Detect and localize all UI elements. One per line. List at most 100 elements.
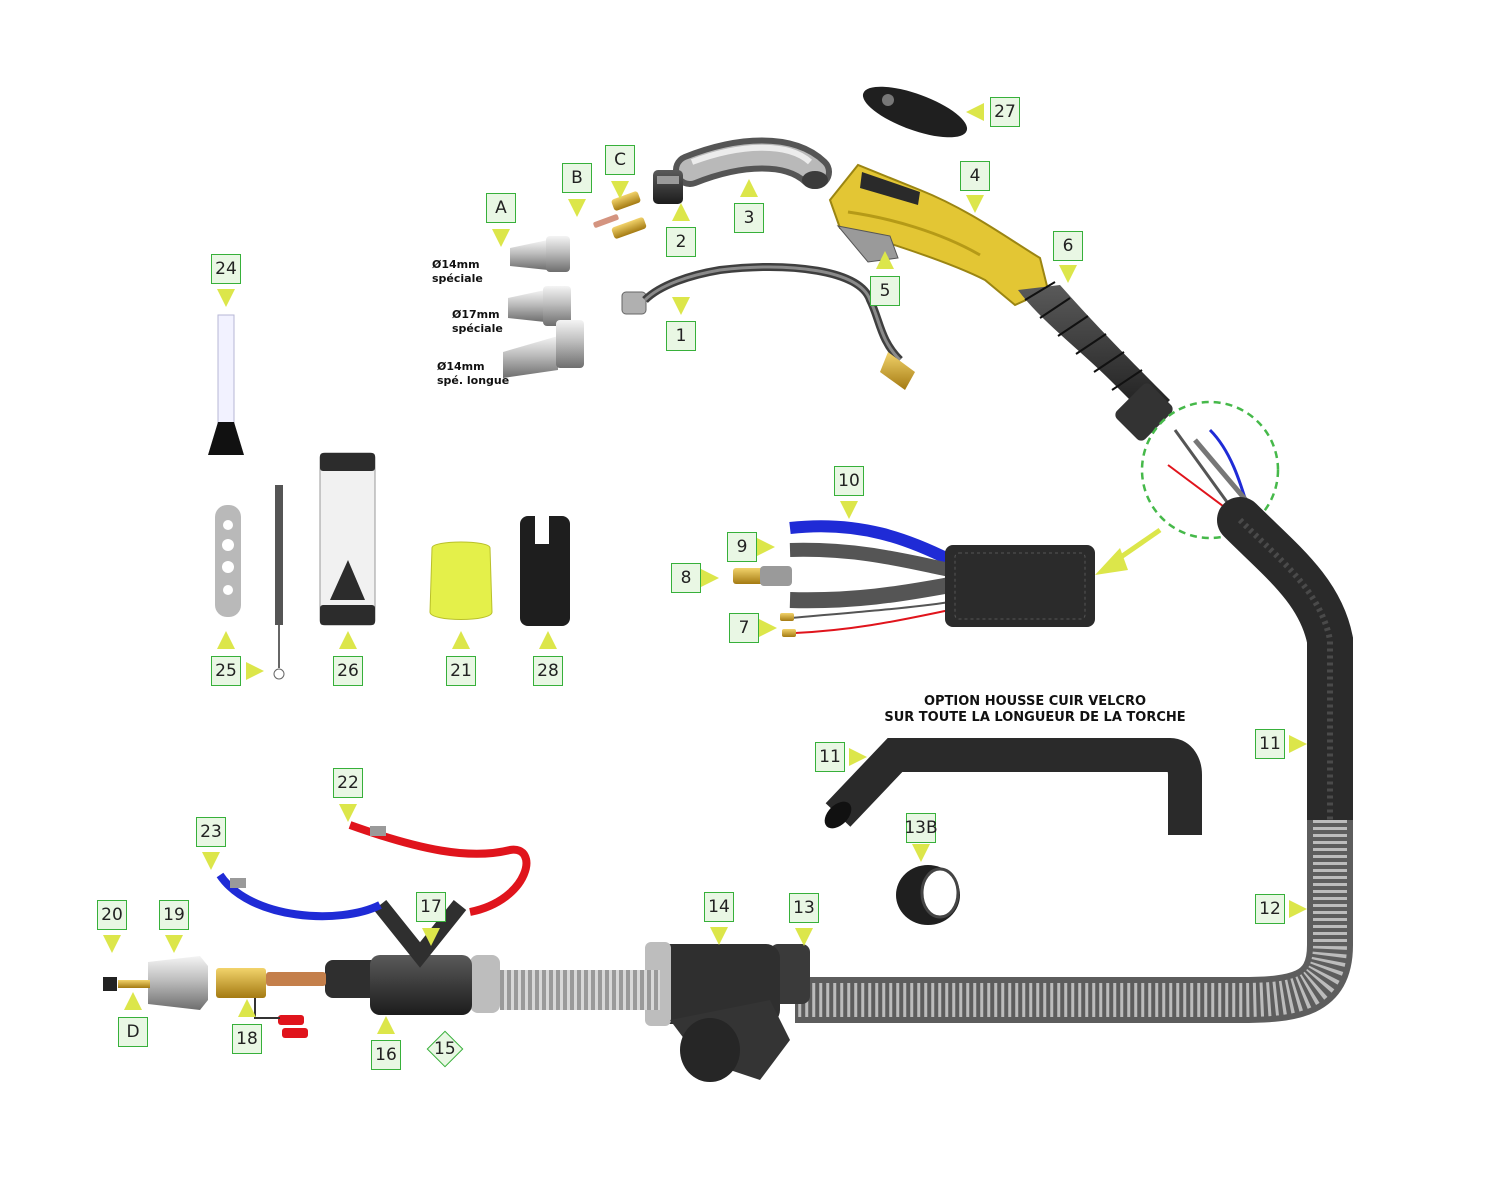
nozzle-caption-2-type: spéciale bbox=[452, 322, 503, 335]
label-pointer bbox=[840, 501, 858, 519]
label-pointer bbox=[849, 748, 867, 766]
label-10: 10 bbox=[834, 466, 864, 496]
label-pointer bbox=[202, 852, 220, 870]
liner-part-1 bbox=[621, 263, 915, 390]
adapter-part-28 bbox=[520, 516, 570, 626]
nozzle-14mm-speciale bbox=[510, 236, 570, 272]
label-pointer bbox=[672, 203, 690, 221]
gooseneck-part-3 bbox=[673, 137, 832, 189]
label-pointer bbox=[217, 631, 235, 649]
nut-part-19 bbox=[148, 956, 208, 1010]
label-A: A bbox=[486, 193, 516, 223]
label-1: 1 bbox=[666, 321, 696, 351]
label-pointer bbox=[568, 199, 586, 217]
label-11-cable: 11 bbox=[1255, 729, 1285, 759]
cable-bundle-detail bbox=[733, 520, 1095, 637]
label-14: 14 bbox=[704, 892, 734, 922]
label-pointer bbox=[124, 992, 142, 1010]
label-pointer bbox=[1289, 900, 1307, 918]
option-cover-text: OPTION HOUSSE CUIR VELCRO SUR TOUTE LA L… bbox=[860, 694, 1210, 726]
label-17: 17 bbox=[416, 892, 446, 922]
label-pointer bbox=[757, 538, 775, 556]
blue-hose-part-23 bbox=[216, 872, 382, 921]
gauge-part-24 bbox=[208, 314, 244, 455]
label-pointer bbox=[492, 229, 510, 247]
flex-hose-part-12 bbox=[795, 820, 1353, 1023]
label-6: 6 bbox=[1053, 231, 1083, 261]
nozzle-14mm-longue bbox=[503, 320, 584, 378]
label-pointer bbox=[246, 662, 264, 680]
label-pointer bbox=[701, 569, 719, 587]
label-pointer bbox=[217, 289, 235, 307]
option-text-line-2: SUR TOUTE LA LONGUEUR DE LA TORCHE bbox=[884, 710, 1186, 725]
label-D: D bbox=[118, 1017, 148, 1047]
label-8: 8 bbox=[671, 563, 701, 593]
label-pointers bbox=[103, 103, 1307, 1034]
label-pointer bbox=[377, 1016, 395, 1034]
ring-part-13B bbox=[896, 865, 960, 925]
nozzle-17mm-speciale bbox=[508, 286, 571, 326]
nozzle-caption-3-size: Ø14mm bbox=[437, 360, 485, 373]
label-pointer bbox=[165, 935, 183, 953]
label-19: 19 bbox=[159, 900, 189, 930]
label-3: 3 bbox=[734, 203, 764, 233]
nozzle-caption-3: Ø14mm spé. longue bbox=[437, 360, 509, 388]
label-pointer bbox=[759, 619, 777, 637]
tip-holder-part-C bbox=[611, 191, 647, 239]
label-28: 28 bbox=[533, 656, 563, 686]
label-16: 16 bbox=[371, 1040, 401, 1070]
label-C: C bbox=[605, 145, 635, 175]
label-13B: 13B bbox=[904, 813, 938, 843]
gas-connector-part-8 bbox=[733, 568, 763, 584]
label-pointer bbox=[103, 935, 121, 953]
handle-cap-part-27 bbox=[862, 86, 968, 138]
label-pointer bbox=[672, 297, 690, 315]
red-hose-part-22 bbox=[348, 821, 531, 916]
label-pointer bbox=[966, 103, 984, 121]
label-4: 4 bbox=[960, 161, 990, 191]
callout-arrow bbox=[1095, 548, 1128, 575]
cap-part-20 bbox=[103, 977, 117, 991]
nozzle-caption-1-type: spéciale bbox=[432, 272, 483, 285]
label-pointer bbox=[238, 999, 256, 1017]
label-2: 2 bbox=[666, 227, 696, 257]
label-pointer bbox=[876, 251, 894, 269]
label-13: 13 bbox=[789, 893, 819, 923]
label-26: 26 bbox=[333, 656, 363, 686]
label-pointer bbox=[795, 928, 813, 946]
label-pointer bbox=[740, 179, 758, 197]
label-23: 23 bbox=[196, 817, 226, 847]
label-18: 18 bbox=[232, 1024, 262, 1054]
nozzle-caption-3-type: spé. longue bbox=[437, 374, 510, 387]
label-24: 24 bbox=[211, 254, 241, 284]
label-pointer bbox=[1289, 735, 1307, 753]
leather-cover-option bbox=[824, 738, 1202, 835]
label-pointer bbox=[339, 631, 357, 649]
label-pointer bbox=[452, 631, 470, 649]
nozzle-caption-2-size: Ø17mm bbox=[452, 308, 500, 321]
detail-callout-circle bbox=[1140, 400, 1280, 540]
option-text-line-1: OPTION HOUSSE CUIR VELCRO bbox=[923, 694, 1147, 709]
label-5: 5 bbox=[870, 276, 900, 306]
power-connector-part-18 bbox=[216, 968, 326, 1038]
anti-spatter-container-part-26 bbox=[319, 452, 376, 626]
label-21: 21 bbox=[446, 656, 476, 686]
label-pointer bbox=[539, 631, 557, 649]
label-B: B bbox=[562, 163, 592, 193]
nozzle-caption-2: Ø17mm spéciale bbox=[452, 308, 503, 336]
nozzle-caption-1-size: Ø14mm bbox=[432, 258, 480, 271]
cable-support-part-6 bbox=[1018, 281, 1173, 441]
label-pointer bbox=[710, 927, 728, 945]
label-pointer bbox=[422, 928, 440, 946]
label-pointer bbox=[1059, 265, 1077, 283]
nozzle-caption-1: Ø14mm spéciale bbox=[432, 258, 483, 286]
trigger-part-5 bbox=[836, 225, 899, 263]
label-12: 12 bbox=[1255, 894, 1285, 924]
label-11-option: 11 bbox=[815, 742, 845, 772]
collar-ring bbox=[470, 955, 500, 1013]
contact-tip-part-B bbox=[593, 214, 619, 228]
label-25: 25 bbox=[211, 656, 241, 686]
wrench-plate-part-25 bbox=[215, 505, 241, 617]
label-pointer bbox=[912, 844, 930, 862]
pin-part-D bbox=[118, 980, 150, 988]
